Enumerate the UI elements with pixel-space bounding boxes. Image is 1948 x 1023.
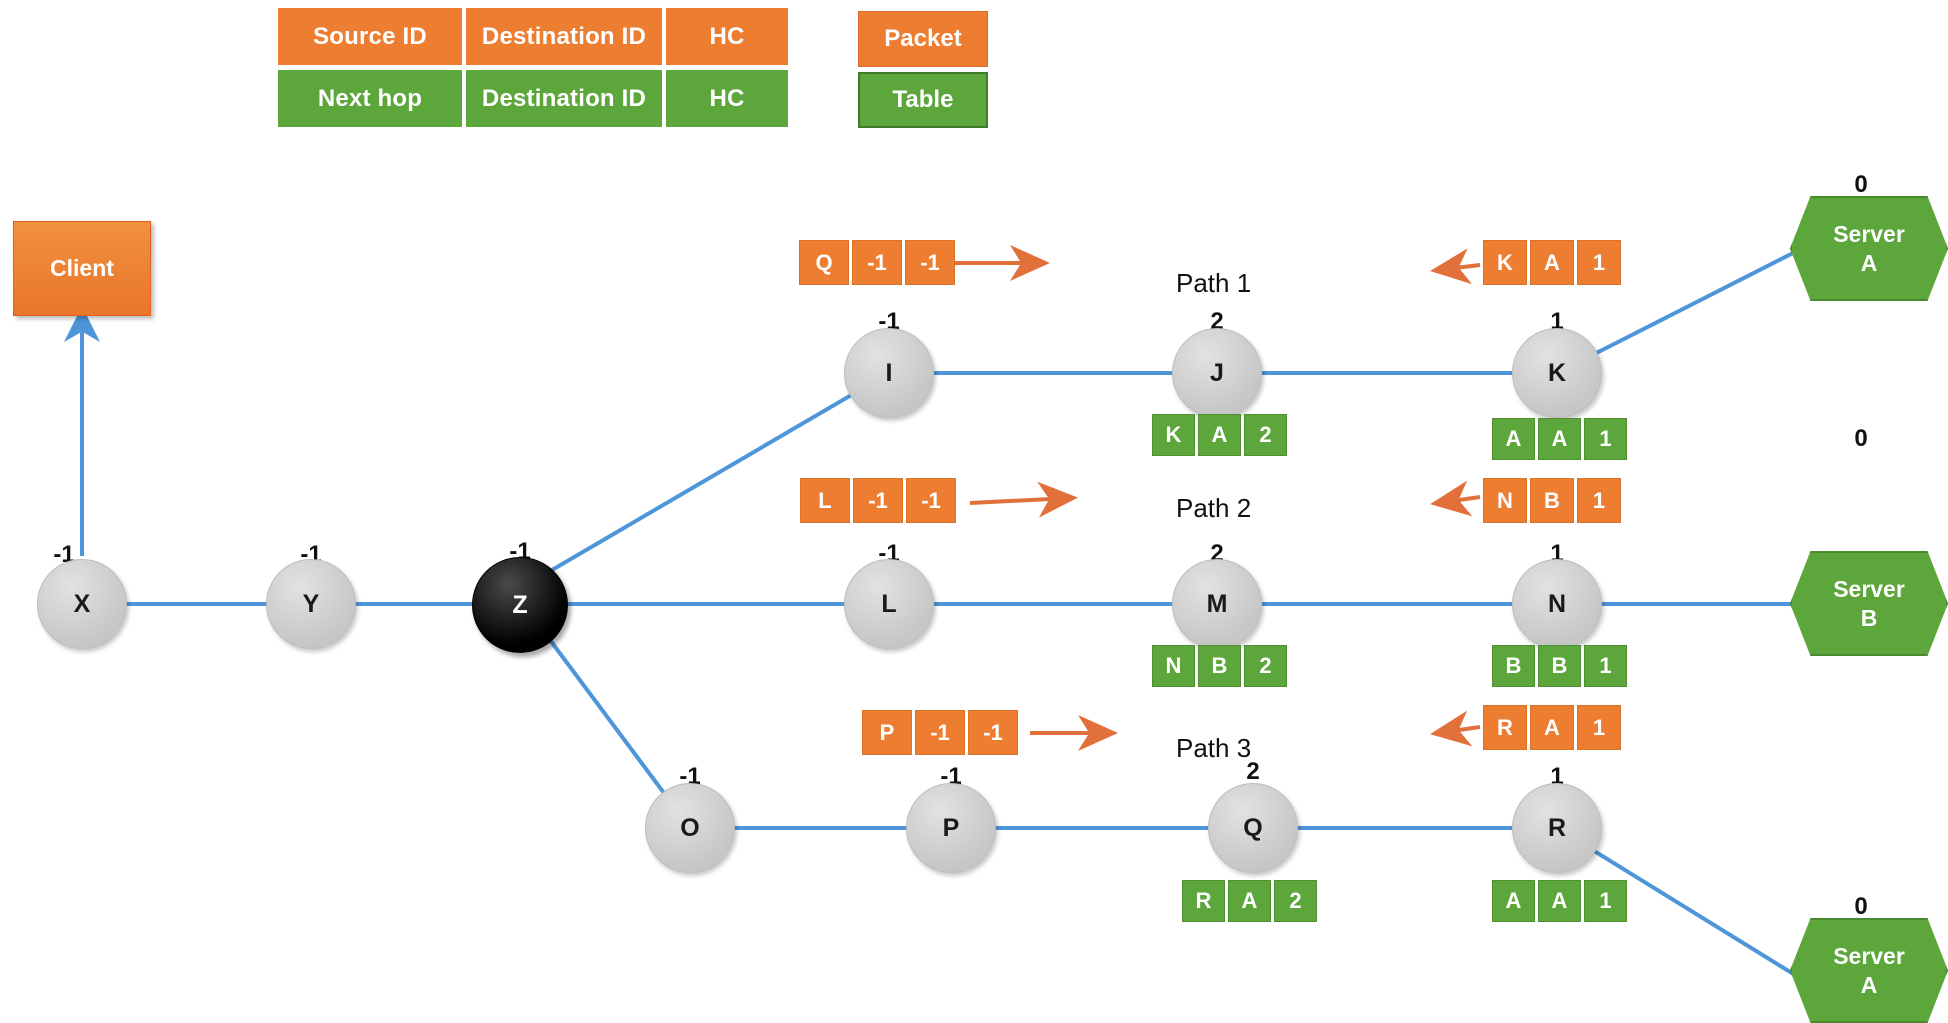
packet-cell-destination: A — [1530, 240, 1574, 285]
routing-table-J: K A 2 — [1152, 414, 1287, 456]
packet-cell-source: Q — [799, 240, 849, 285]
routing-table-M: N B 2 — [1152, 645, 1287, 687]
table-cell-destination: A — [1538, 418, 1581, 460]
table-cell-next-hop: B — [1492, 645, 1535, 687]
table-cell-next-hop: N — [1152, 645, 1195, 687]
table-cell-next-hop: A — [1492, 418, 1535, 460]
legend-table-hc-cell: HC — [666, 70, 788, 127]
packet-path1-right: K A 1 — [1483, 240, 1621, 285]
routing-table-Q: R A 2 — [1182, 880, 1317, 922]
node-R[interactable]: R — [1512, 783, 1602, 873]
packet-cell-hc: -1 — [905, 240, 955, 285]
packet-cell-hc: 1 — [1577, 705, 1621, 750]
hopcount-serverB: 0 — [1854, 425, 1868, 452]
packet-arrow-path1-left — [1430, 248, 1481, 285]
server-b-line1: Server — [1833, 576, 1905, 603]
routing-table-K: A A 1 — [1492, 418, 1627, 460]
table-cell-hc: 1 — [1584, 645, 1627, 687]
packet-cell-destination: -1 — [852, 240, 902, 285]
packet-arrow-path2-left — [1430, 480, 1481, 517]
packet-cell-destination: B — [1530, 478, 1574, 523]
table-cell-destination: A — [1198, 414, 1241, 456]
packet-cell-source: N — [1483, 478, 1527, 523]
legend-format-table: Source ID Destination ID HC Next hop Des… — [278, 8, 788, 127]
packet-cell-hc: 1 — [1577, 240, 1621, 285]
legend-packet-format-row: Source ID Destination ID HC — [278, 8, 788, 65]
node-P[interactable]: P — [906, 783, 996, 873]
table-cell-hc: 2 — [1274, 880, 1317, 922]
node-Q[interactable]: Q — [1208, 783, 1298, 873]
server-a-top-node[interactable]: Server A — [1790, 196, 1948, 301]
server-a-bottom-node[interactable]: Server A — [1790, 918, 1948, 1023]
path-label-1: Path 1 — [1176, 268, 1252, 298]
node-Y[interactable]: Y — [266, 559, 356, 649]
packet-path3-right: R A 1 — [1483, 705, 1621, 750]
node-Z[interactable]: Z — [472, 557, 568, 653]
client-node: Client — [13, 221, 151, 316]
legend-destination-id-cell: Destination ID — [466, 8, 662, 65]
packet-cell-hc: -1 — [968, 710, 1018, 755]
legend-hc-cell: HC — [666, 8, 788, 65]
packet-cell-source: P — [862, 710, 912, 755]
edge-Z-I — [550, 371, 891, 572]
table-cell-hc: 1 — [1584, 880, 1627, 922]
legend-key: Packet Table — [858, 11, 988, 128]
path-label-3: Path 3 — [1176, 733, 1252, 763]
table-cell-next-hop: A — [1492, 880, 1535, 922]
packet-arrow-path2-right — [969, 481, 1078, 518]
server-a-bottom-line1: Server — [1833, 943, 1905, 970]
server-b-line2: B — [1860, 604, 1878, 631]
table-cell-hc: 1 — [1584, 418, 1627, 460]
table-cell-hc: 2 — [1244, 645, 1287, 687]
server-a-top-line1: Server — [1833, 221, 1905, 248]
packet-cell-destination: -1 — [915, 710, 965, 755]
node-O[interactable]: O — [645, 783, 735, 873]
packet-path2-left: L -1 -1 — [800, 478, 956, 523]
routing-table-R: A A 1 — [1492, 880, 1627, 922]
table-cell-destination: B — [1198, 645, 1241, 687]
legend-key-table: Table — [858, 72, 988, 128]
node-M[interactable]: M — [1172, 559, 1262, 649]
hopcount-serverA-top: 0 — [1854, 171, 1868, 198]
path-label-2: Path 2 — [1176, 493, 1252, 523]
table-cell-destination: B — [1538, 645, 1581, 687]
node-I[interactable]: I — [844, 328, 934, 418]
table-cell-hc: 2 — [1244, 414, 1287, 456]
packet-path3-left: P -1 -1 — [862, 710, 1018, 755]
legend-next-hop-cell: Next hop — [278, 70, 462, 127]
routing-table-N: B B 1 — [1492, 645, 1627, 687]
node-L[interactable]: L — [844, 559, 934, 649]
node-N[interactable]: N — [1512, 559, 1602, 649]
legend-table-format-row: Next hop Destination ID HC — [278, 70, 788, 127]
packet-cell-destination: A — [1530, 705, 1574, 750]
server-b-node[interactable]: Server B — [1790, 551, 1948, 656]
packet-cell-hc: 1 — [1577, 478, 1621, 523]
packet-arrow-path3-left — [1430, 710, 1481, 747]
packet-cell-source: L — [800, 478, 850, 523]
hopcount-serverA-bottom: 0 — [1854, 893, 1868, 920]
packet-cell-hc: -1 — [906, 478, 956, 523]
node-X[interactable]: X — [37, 559, 127, 649]
legend-source-id-cell: Source ID — [278, 8, 462, 65]
server-a-bottom-line2: A — [1860, 971, 1878, 998]
table-cell-destination: A — [1228, 880, 1271, 922]
legend-table-destination-id-cell: Destination ID — [466, 70, 662, 127]
hopcount-Q: 2 — [1246, 758, 1260, 785]
table-cell-destination: A — [1538, 880, 1581, 922]
packet-cell-destination: -1 — [853, 478, 903, 523]
server-a-top-line2: A — [1860, 249, 1878, 276]
packet-cell-source: R — [1483, 705, 1527, 750]
packet-path1-left: Q -1 -1 — [799, 240, 955, 285]
packet-path2-right: N B 1 — [1483, 478, 1621, 523]
legend-key-packet: Packet — [858, 11, 988, 67]
table-cell-next-hop: R — [1182, 880, 1225, 922]
node-J[interactable]: J — [1172, 328, 1262, 418]
node-K[interactable]: K — [1512, 328, 1602, 418]
packet-cell-source: K — [1483, 240, 1527, 285]
table-cell-next-hop: K — [1152, 414, 1195, 456]
